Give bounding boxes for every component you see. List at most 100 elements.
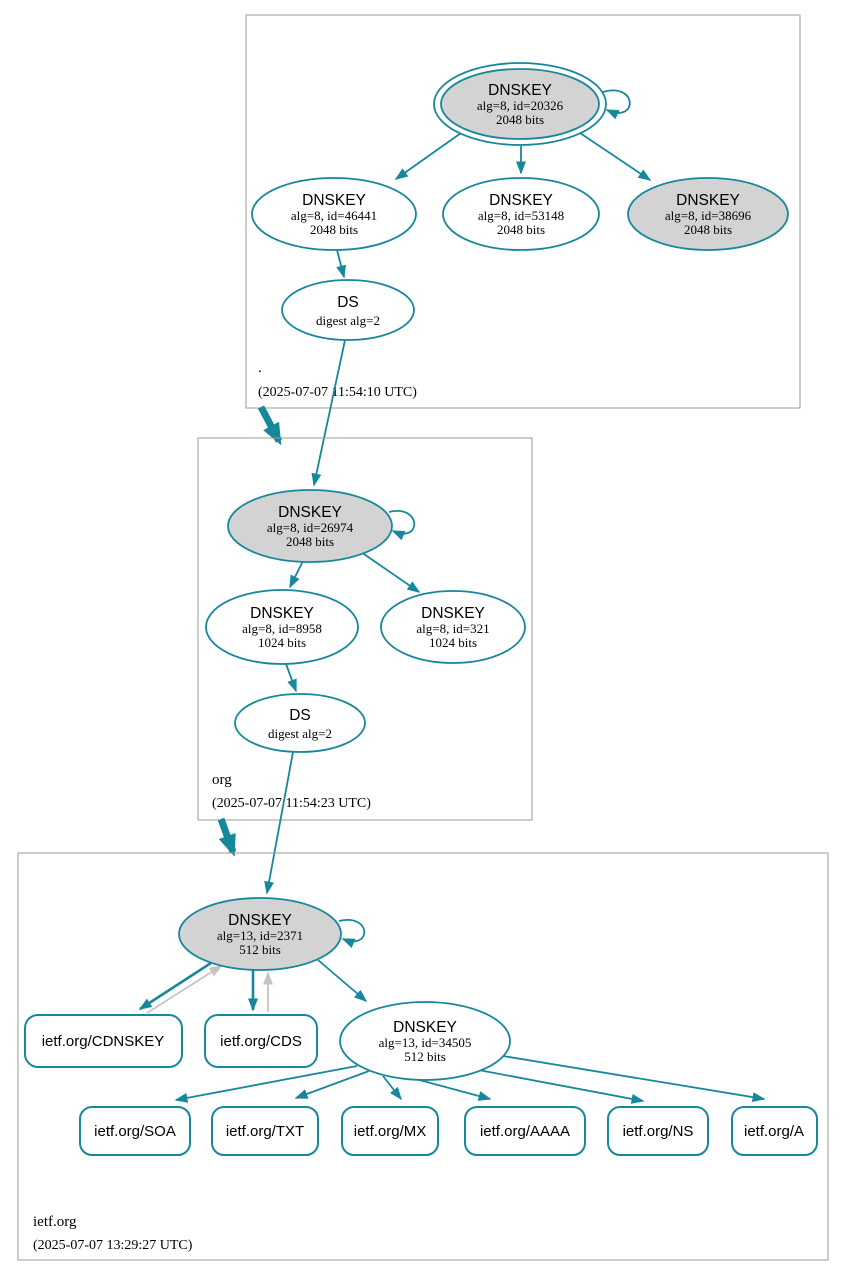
node-outline [227,489,393,563]
node-ietf-a[interactable]: ietf.org/A [731,1106,818,1156]
edge-org-ds-to-ietf-ksk [264,751,294,895]
node-outline [234,693,366,753]
node-detail: alg=8, id=53148 [478,208,564,223]
node-bits: 2048 bits [310,222,358,237]
node-ietf-aaaa[interactable]: ietf.org/AAAA [464,1106,586,1156]
node-outline [205,589,359,665]
node-title: DNSKEY [393,1019,457,1036]
node-bits: 1024 bits [258,635,306,650]
node-outline [281,279,415,341]
zone-box-org [197,437,533,821]
rrset-label: ietf.org/SOA [94,1123,176,1140]
node-detail: alg=13, id=2371 [217,928,303,943]
edge-root-ksk-to-zsk46441 [394,132,462,180]
node-ietf-cdnskey[interactable]: ietf.org/CDNSKEY [24,1014,183,1068]
node-outline [339,1001,511,1081]
node-detail: alg=8, id=26974 [267,520,354,535]
node-detail: alg=13, id=34505 [379,1035,472,1050]
node-ietf-dnskey-34505[interactable]: DNSKEY alg=13, id=34505 512 bits [339,1001,511,1081]
node-org-ds[interactable]: DS digest alg=2 [234,693,366,753]
node-bits: 1024 bits [429,635,477,650]
node-bits: 512 bits [239,942,281,957]
node-outline [380,590,526,664]
edge-org-ksk-to-zsk8958 [289,560,304,589]
rrset-label: ietf.org/TXT [226,1123,304,1140]
node-outline-inner [440,68,600,140]
edge-org-ksk-to-zsk321 [360,551,421,593]
edge-ietf-ksk-selfloop [338,918,366,949]
node-outline [211,1106,319,1156]
edge-ietf-ksk-to-cdnskey [138,961,212,1011]
node-org-dnskey-26974[interactable]: DNSKEY alg=8, id=26974 2048 bits [227,489,393,563]
node-outline [79,1106,191,1156]
edge-zone-delegation-org-to-ietf [217,817,237,857]
node-bits: 2048 bits [497,222,545,237]
node-outline [341,1106,439,1156]
edge-root-ds-to-org-ksk [311,339,346,487]
edge-zone-delegation-root-to-org [257,405,283,446]
node-outline [204,1014,318,1068]
node-ietf-ns[interactable]: ietf.org/NS [607,1106,709,1156]
node-org-dnskey-321[interactable]: DNSKEY alg=8, id=321 1024 bits [380,590,526,664]
node-outline [731,1106,818,1156]
node-detail: digest alg=2 [268,726,332,741]
zone-ietf-org: DNSKEY alg=13, id=2371 512 bits ietf.org… [17,852,829,1261]
node-title: DS [289,707,311,724]
node-title: DNSKEY [421,605,485,622]
edge-ietf-zsk-to-aaaa [411,1077,492,1101]
node-ietf-txt[interactable]: ietf.org/TXT [211,1106,319,1156]
edge-ietf-ksk-to-zsk34505 [317,959,368,1002]
zone-name-ietf-org: ietf.org [33,1214,77,1230]
node-title: DNSKEY [488,82,552,99]
node-detail: alg=8, id=321 [416,621,489,636]
zone-box-ietf-org [17,852,829,1261]
node-outline [607,1106,709,1156]
node-detail: alg=8, id=20326 [477,98,564,113]
edge-root-ksk-selfloop [602,89,631,120]
node-outline [627,177,789,251]
node-root-dnskey-46441[interactable]: DNSKEY alg=8, id=46441 2048 bits [251,177,417,251]
node-outline [24,1014,183,1068]
node-root-dnskey-38696[interactable]: DNSKEY alg=8, id=38696 2048 bits [627,177,789,251]
zone-name-org: org [212,772,232,788]
edge-root-ksk-to-zsk38696 [579,132,652,181]
rrset-label: ietf.org/MX [354,1123,427,1140]
node-bits: 2048 bits [684,222,732,237]
node-root-dnskey-20326[interactable]: DNSKEY alg=8, id=20326 2048 bits [433,62,607,146]
edge-ietf-zsk-to-mx [382,1075,402,1101]
node-ietf-soa[interactable]: ietf.org/SOA [79,1106,191,1156]
zone-timestamp-ietf-org: (2025-07-07 13:29:27 UTC) [33,1238,193,1253]
node-ietf-dnskey-2371[interactable]: DNSKEY alg=13, id=2371 512 bits [178,897,342,971]
node-detail: alg=8, id=46441 [291,208,377,223]
node-outline [464,1106,586,1156]
edge-ietf-zsk-to-soa [174,1065,358,1103]
node-title: DNSKEY [250,605,314,622]
node-root-dnskey-53148[interactable]: DNSKEY alg=8, id=53148 2048 bits [442,177,600,251]
node-title: DNSKEY [228,912,292,929]
edge-ietf-zsk-to-ns [467,1067,645,1104]
zone-name-root: . [258,360,262,376]
zone-timestamp-org: (2025-07-07 11:54:23 UTC) [212,796,371,811]
node-ietf-mx[interactable]: ietf.org/MX [341,1106,439,1156]
node-org-dnskey-8958[interactable]: DNSKEY alg=8, id=8958 1024 bits [205,589,359,665]
node-detail: alg=8, id=38696 [665,208,752,223]
node-title: DS [337,294,359,311]
node-outline [442,177,600,251]
rrset-label: ietf.org/AAAA [480,1123,570,1140]
zone-box-root [245,14,801,409]
rrset-label: ietf.org/CDS [220,1033,302,1050]
zone-org: DNSKEY alg=8, id=26974 2048 bits DNSKEY … [197,437,533,821]
edge-org-ksk-selfloop [388,510,416,541]
node-bits: 512 bits [404,1049,446,1064]
edge-root-zsk-to-ds [336,249,346,279]
node-root-ds[interactable]: DS digest alg=2 [281,279,415,341]
node-title: DNSKEY [278,504,342,521]
rrset-label: ietf.org/NS [623,1123,694,1140]
edge-org-zsk-to-ds [285,663,297,693]
node-outline [251,177,417,251]
node-ietf-cds[interactable]: ietf.org/CDS [204,1014,318,1068]
edge-ietf-cdnskey-to-ksk-gray [146,965,223,1014]
node-bits: 2048 bits [496,112,544,127]
